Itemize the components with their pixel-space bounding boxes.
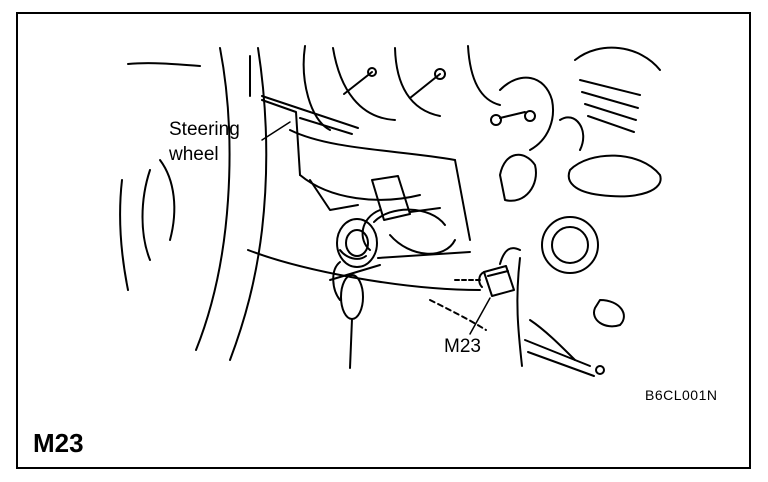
steering-callout-line1: Steering (169, 119, 240, 140)
gauge-cluster (302, 45, 585, 202)
m23-connector (454, 247, 521, 335)
steering-callout-leader (261, 121, 291, 141)
steering-callout-line2: wheel (169, 144, 219, 165)
figure-frame (16, 12, 751, 469)
dash-vent (567, 46, 662, 198)
lower-dash (247, 55, 523, 367)
connector-callout: M23 (444, 336, 481, 357)
ignition-key-cylinder (329, 175, 471, 281)
steering-column (261, 95, 471, 241)
switch-knobs (524, 216, 625, 377)
connector-title: M23 (33, 428, 84, 458)
steering-wheel-callout: Steering wheel (169, 117, 269, 167)
steering-wheel (119, 47, 268, 361)
figure-code: B6CL001N (645, 387, 718, 403)
ignition-key (332, 249, 367, 369)
